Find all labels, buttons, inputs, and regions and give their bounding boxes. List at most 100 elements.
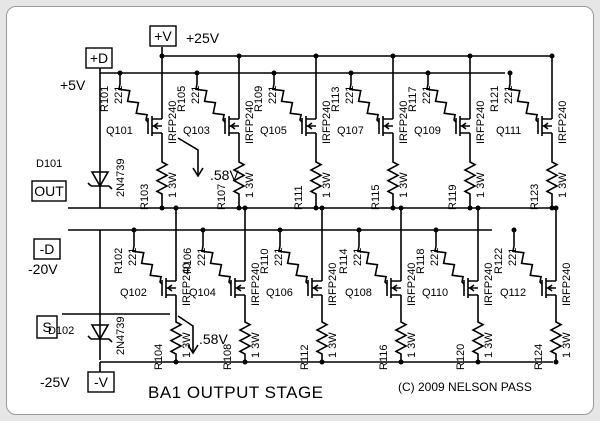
top-stage-1-transistor-part: IRFP240 [167, 101, 179, 144]
top-stage-2-source-resistor-ref: R107 [216, 184, 228, 210]
zener-d102-ref: D102 [48, 325, 74, 337]
zener-d101-part: 2N4739 [115, 158, 127, 197]
bottom-stage-6-source-resistor-ref: R124 [533, 344, 545, 370]
bottom-stage-3-source-junction [319, 359, 325, 365]
bottom-stage-1-source-junction [173, 359, 179, 365]
bottom-stage-4-gate-resistor [356, 245, 388, 285]
top-stage-4-source-junction [390, 205, 396, 211]
plus-v-rail [161, 47, 552, 57]
bottom-stage-6-transistor-ref: Q112 [500, 287, 526, 299]
bottom-stage-3-gate-resistor-value: 221 [273, 248, 285, 266]
bottom-stage-3-transistor-part: IRFP240 [327, 263, 339, 306]
top-stage-1-gate-resistor [117, 83, 149, 123]
top-stage-2-gate-junction [194, 70, 200, 76]
schematic-sheet [6, 6, 594, 415]
top-stage-5-source-resistor [463, 133, 477, 208]
bottom-stage-1-source-resistor-ref: R104 [153, 344, 165, 370]
bottom-stage-5-gate-resistor-value: 221 [429, 248, 441, 266]
bottom-stage-6-transistor-part: IRFP240 [561, 263, 573, 306]
top-stage-4-transistor-ref: Q107 [337, 125, 364, 137]
bottom-stage-5-source-junction [475, 359, 481, 365]
bottom-stage-1-gate-resistor-value: 221 [127, 248, 139, 266]
bottom-stage-4-drain-junction [398, 205, 404, 211]
port-plus-v: +V [149, 25, 177, 47]
port-plus-d: +D [85, 47, 113, 69]
top-stage-3-drain-junction [313, 53, 319, 59]
top-stage-6-gate-resistor-value: 221 [503, 86, 515, 104]
top-stage-2-transistor-ref: Q103 [183, 125, 210, 137]
top-stage-5-transistor-ref: Q109 [414, 125, 441, 137]
bottom-stage-4-gate-resistor-value: 221 [352, 248, 364, 266]
top-stage-5-source-resistor-value: 1 3W [475, 172, 487, 198]
top-stage-3-source-resistor [309, 133, 323, 208]
top-stage-6-source-resistor-value: 1 3W [557, 172, 569, 198]
bottom-stage-1-gate-junction [131, 227, 137, 233]
port-minus-v-label: -V [94, 374, 109, 390]
bottom-stage-3-drain-junction [319, 205, 325, 211]
bottom-stage-3-source-resistor-value: 1 3W [327, 332, 339, 358]
port-s: S [36, 315, 58, 339]
bottom-stage-4-transistor-part: IRFP240 [406, 263, 418, 306]
top-stage-3-source-resistor-value: 1 3W [321, 172, 333, 198]
bottom-stage-4-source-resistor [394, 295, 408, 362]
top-stage-3-transistor-ref: Q105 [260, 125, 287, 137]
bottom-stage-4-source-junction [398, 359, 404, 365]
bottom-stage-1-transistor-part: IRFP240 [181, 263, 193, 306]
bottom-stage-5-gate-junction [433, 227, 439, 233]
bias-arrow-top-head [192, 167, 204, 178]
top-stage-3-transistor-part: IRFP240 [321, 101, 333, 144]
bottom-stage-1-transistor-ref: Q102 [120, 287, 147, 299]
bottom-stage-6-gate-resistor-ref: R122 [493, 248, 505, 274]
top-stage-3-gate-resistor-value: 221 [267, 86, 279, 104]
top-stage-4-gate-junction [348, 70, 354, 76]
top-stage-4-source-resistor-ref: R115 [370, 185, 382, 210]
top-stage-3-gate-junction [271, 70, 277, 76]
top-stage-2-source-junction [236, 205, 242, 211]
bias-arrow-bottom [177, 315, 194, 352]
bottom-stage-6-gate-junction [511, 227, 517, 233]
bottom-stage-3-source-resistor-ref: R112 [299, 345, 311, 370]
bias-voltage-bottom: .58V [199, 331, 228, 347]
bottom-stage-5-source-resistor-value: 1 3W [483, 332, 495, 358]
top-stage-6-transistor-ref: Q111 [496, 125, 521, 137]
bottom-stage-5-source-resistor [471, 295, 485, 362]
top-stage-5-source-junction [467, 205, 473, 211]
bottom-stage-4-transistor-ref: Q108 [345, 287, 372, 299]
top-stage-6-source-resistor-ref: R123 [529, 184, 541, 210]
bottom-stage-2-source-resistor-value: 1 3W [250, 332, 262, 358]
bottom-stage-2-gate-resistor [200, 245, 232, 285]
bottom-stage-3-gate-resistor [277, 245, 309, 285]
port-s-label: S [42, 319, 51, 335]
bottom-stage-2-source-junction [242, 359, 248, 365]
bottom-stage-4-gate-resistor-ref: R114 [338, 249, 350, 274]
port-minus-d-label: -D [40, 241, 55, 257]
top-stage-2-gate-resistor [194, 83, 226, 123]
top-stage-2-gate-resistor-value: 221 [190, 86, 202, 104]
top-stage-6-source-resistor [545, 133, 559, 208]
bottom-stage-3-transistor-ref: Q106 [266, 287, 293, 299]
top-stage-6-gate-junction [507, 70, 513, 76]
top-stage-4-drain-junction [390, 53, 396, 59]
top-stage-3-gate-resistor-ref: R109 [253, 86, 265, 112]
port-plus-v-label: +V [154, 28, 172, 44]
top-stage-4-gate-resistor [348, 83, 380, 123]
bottom-stage-1-source-resistor-value: 1 3W [181, 332, 193, 358]
zener-d102 [87, 324, 113, 343]
bias-arrow-top [177, 137, 199, 175]
bottom-stage-5-drain-junction [475, 205, 481, 211]
bottom-stage-3-source-resistor [315, 295, 329, 362]
bottom-stage-2-source-resistor-ref: R108 [222, 344, 234, 370]
top-stage-6-gate-resistor-ref: R121 [489, 86, 501, 112]
top-stage-1-source-junction [159, 205, 165, 211]
top-stage-1-source-resistor-value: 1 3W [167, 172, 179, 198]
bottom-stage-2-gate-resistor-value: 221 [196, 248, 208, 266]
top-stage-4-source-resistor [386, 133, 400, 208]
top-stage-1-gate-resistor-ref: R101 [99, 86, 111, 112]
top-stage-6-gate-resistor [507, 83, 539, 123]
bottom-stage-2-source-resistor [238, 295, 252, 362]
top-stage-1-gate-junction [117, 70, 123, 76]
supply-label-plus-5v: +5V [60, 77, 86, 93]
top-stage-5-gate-resistor [425, 83, 457, 123]
